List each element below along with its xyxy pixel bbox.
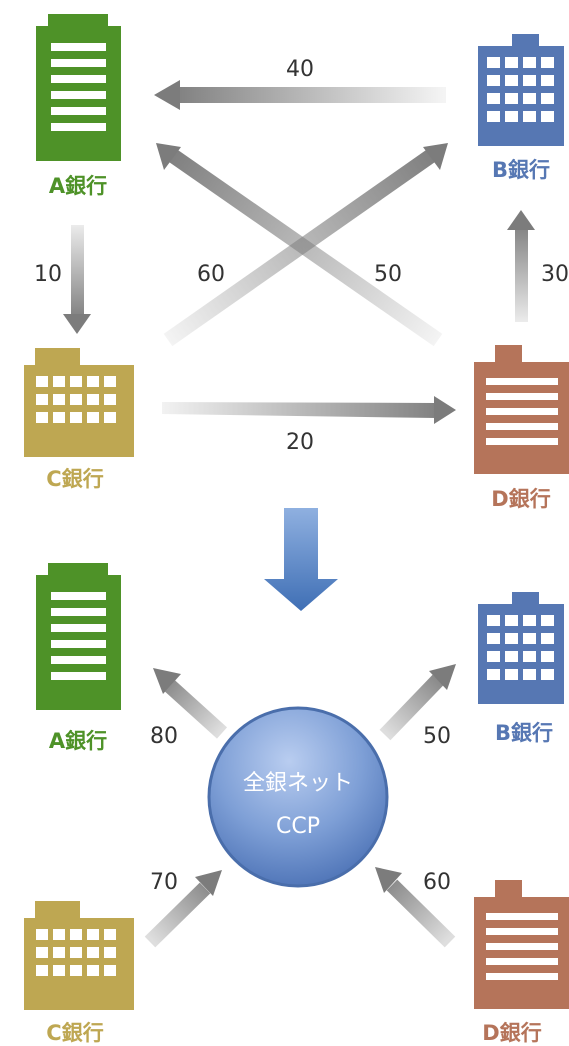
bank-label-a: A銀行 xyxy=(49,729,107,753)
bank-label-d: D銀行 xyxy=(491,487,550,511)
flow-value-b-to-a: 40 xyxy=(286,57,314,82)
bank-label-d: D銀行 xyxy=(482,1021,541,1045)
ccp-node: 全銀ネット CCP xyxy=(207,706,389,888)
ccp-label-line2: CCP xyxy=(276,814,320,839)
ccp-label-line1: 全銀ネット xyxy=(243,771,353,796)
tall-office-building-icon xyxy=(36,563,121,710)
flow-arrow-d-to-b xyxy=(507,210,535,322)
bank-d: D銀行 xyxy=(474,880,569,1045)
flow-value-d-to-ccp: 60 xyxy=(423,870,451,895)
bank-b: B銀行 xyxy=(478,592,564,745)
bank-d: D銀行 xyxy=(474,345,569,511)
ccp-netting-diagram: 80 50 70 60 全銀ネット CCP A銀行 xyxy=(24,563,569,1045)
bank-label-c: C銀行 xyxy=(46,1021,103,1045)
flow-arrow-b-to-a xyxy=(154,80,446,110)
office-building-icon xyxy=(24,348,134,457)
bank-label-b: B銀行 xyxy=(495,721,553,745)
flow-arrow-ccp-to-b xyxy=(379,664,456,741)
bank-a: A銀行 xyxy=(36,14,121,198)
office-building-icon xyxy=(474,345,569,474)
flow-value-d-to-b: 30 xyxy=(541,262,569,287)
flow-value-ccp-to-b: 50 xyxy=(423,724,451,749)
flow-value-d-to-a: 50 xyxy=(374,262,402,287)
bank-c: C銀行 xyxy=(24,901,134,1045)
flow-arrow-c-to-ccp xyxy=(144,870,222,948)
flow-value-c-to-b: 60 xyxy=(197,262,225,287)
bank-label-b: B銀行 xyxy=(492,158,550,182)
office-building-icon xyxy=(24,901,134,1010)
bank-c: C銀行 xyxy=(24,348,134,491)
transition-down-arrow xyxy=(264,508,338,611)
flow-value-a-to-c: 10 xyxy=(34,262,62,287)
flow-arrow-d-to-ccp xyxy=(375,867,456,948)
office-building-icon xyxy=(478,34,564,146)
bank-label-a: A銀行 xyxy=(49,174,107,198)
bank-a: A銀行 xyxy=(36,563,121,753)
flow-arrow-a-to-c xyxy=(63,225,91,334)
flow-arrow-ccp-to-a xyxy=(153,668,228,739)
flow-value-ccp-to-a: 80 xyxy=(150,724,178,749)
office-building-icon xyxy=(474,880,569,1009)
flow-value-c-to-d: 20 xyxy=(286,430,314,455)
gross-settlement-diagram: 40 10 60 50 30 20 A銀行 xyxy=(24,14,569,511)
tall-office-building-icon xyxy=(36,14,121,161)
bank-b: B銀行 xyxy=(478,34,564,182)
office-building-icon xyxy=(478,592,564,704)
flow-arrow-c-to-d xyxy=(162,396,456,424)
bank-label-c: C銀行 xyxy=(46,467,103,491)
flow-arrow-d-to-a xyxy=(156,143,443,347)
flow-value-c-to-ccp: 70 xyxy=(150,870,178,895)
